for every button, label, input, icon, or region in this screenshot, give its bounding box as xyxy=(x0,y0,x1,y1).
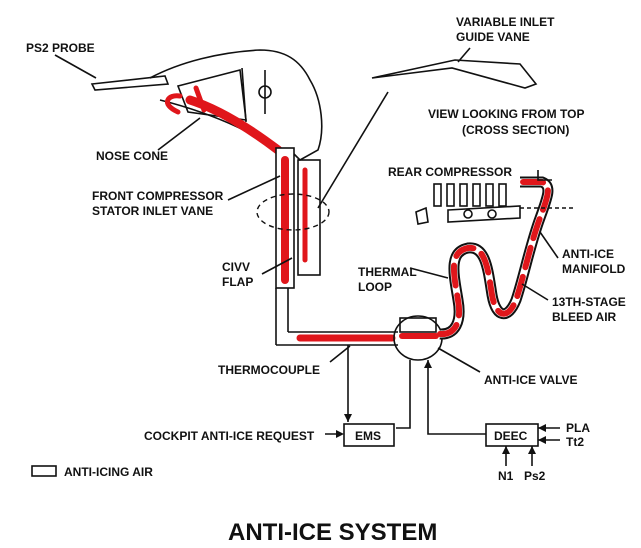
thermal-loop-leader xyxy=(409,267,449,279)
label-pla: PLA xyxy=(566,421,590,435)
label-ps2: Ps2 xyxy=(524,469,546,483)
rear-compressor-bolt xyxy=(463,209,473,219)
thermocouple-leader xyxy=(329,345,351,363)
wire-arrowhead xyxy=(538,436,546,444)
label-tt2: Tt2 xyxy=(566,435,584,449)
rear-compressor-blade xyxy=(459,183,468,207)
label-deec: DEEC xyxy=(494,429,528,443)
front-compressor-leader xyxy=(227,175,281,201)
label-cockpit-request: COCKPIT ANTI-ICE REQUEST xyxy=(144,429,315,443)
ps2-probe-shape xyxy=(90,75,170,91)
wire-valve-ems xyxy=(396,360,411,429)
wire-valve-deec xyxy=(427,360,486,435)
label-civv-2: FLAP xyxy=(222,275,253,289)
label-view-2: (CROSS SECTION) xyxy=(462,123,569,137)
nose-hot-air xyxy=(185,95,283,155)
thermal-loop-hot-air xyxy=(437,179,551,337)
bottom-duct xyxy=(276,331,398,363)
bleed-air-leader xyxy=(521,283,549,301)
vigv-shape xyxy=(371,59,538,89)
label-anti-ice-valve: ANTI-ICE VALVE xyxy=(484,373,578,387)
ems-box xyxy=(343,423,395,447)
anti-ice-valve-top xyxy=(399,317,437,333)
label-thermal-loop-2: LOOP xyxy=(358,280,392,294)
manifold-leader xyxy=(539,231,559,259)
label-vigv-1: VARIABLE INLET xyxy=(456,15,555,29)
label-rear-compressor: REAR COMPRESSOR xyxy=(388,165,512,179)
wire-arrowhead xyxy=(336,430,344,438)
nose-casing-outline xyxy=(149,49,323,161)
rear-compressor-blade xyxy=(433,183,442,207)
rear-compressor-bolt xyxy=(487,209,497,219)
control-wiring xyxy=(325,345,560,466)
rear-compressor-blade xyxy=(485,183,494,207)
civv-leader xyxy=(261,257,293,275)
nose-cone-leader xyxy=(157,117,201,151)
vigv-leader xyxy=(457,47,471,63)
label-ems: EMS xyxy=(355,429,381,443)
wire-arrowhead xyxy=(528,446,536,454)
legend-swatch xyxy=(31,465,57,477)
wire-arrowhead xyxy=(344,414,352,422)
label-front-compressor-2: STATOR INLET VANE xyxy=(92,204,213,218)
nose-blade-edge xyxy=(241,67,247,123)
label-ps2-probe: PS2 PROBE xyxy=(26,41,95,55)
ps2-probe-leader xyxy=(54,54,97,79)
diagram-title: ANTI-ICE SYSTEM xyxy=(228,519,437,546)
label-thermocouple: THERMOCOUPLE xyxy=(218,363,320,377)
thermal-loop-group xyxy=(409,176,559,340)
label-n1: N1 xyxy=(498,469,514,483)
nose-hot-air-curl xyxy=(165,93,183,115)
rear-compressor-bracket xyxy=(537,170,552,181)
label-manifold-1: ANTI-ICE xyxy=(562,247,614,261)
anti-ice-valve-leader xyxy=(437,347,481,373)
front-duct xyxy=(227,91,389,345)
wire-arrowhead xyxy=(424,360,432,368)
label-vigv-2: GUIDE VANE xyxy=(456,30,530,44)
wire-arrowhead xyxy=(502,446,510,454)
rear-compressor-group xyxy=(415,170,575,225)
legend: ANTI-ICING AIR xyxy=(31,465,153,479)
wire-arrowhead xyxy=(538,424,546,432)
civv-flap-box xyxy=(297,159,321,276)
label-nose-cone: NOSE CONE xyxy=(96,149,168,163)
vigv-group xyxy=(371,47,538,89)
engine-nose-section xyxy=(54,49,323,161)
label-manifold-2: MANIFOLD xyxy=(562,262,626,276)
label-thermal-loop-1: THERMAL xyxy=(358,265,417,279)
rear-compressor-blade xyxy=(446,183,455,207)
anti-ice-valve-group xyxy=(393,315,481,373)
rear-compressor-blade xyxy=(472,183,481,207)
rear-compressor-fitting xyxy=(415,206,429,225)
rear-compressor-casing xyxy=(447,205,521,223)
nose-hot-air-vane xyxy=(193,85,207,113)
deec-box xyxy=(485,423,539,447)
label-bleed-air-1: 13TH-STAGE xyxy=(552,295,626,309)
view-leader xyxy=(317,91,389,209)
label-front-compressor-1: FRONT COMPRESSOR xyxy=(92,189,224,203)
rear-compressor-blade xyxy=(498,183,507,207)
legend-label: ANTI-ICING AIR xyxy=(64,465,153,479)
cross-section-marker xyxy=(256,193,330,231)
label-bleed-air-2: BLEED AIR xyxy=(552,310,617,324)
label-civv-1: CIVV xyxy=(222,260,250,274)
label-view-1: VIEW LOOKING FROM TOP xyxy=(428,107,584,121)
labels: PS2 PROBE NOSE CONE FRONT COMPRESSOR STA… xyxy=(26,15,626,483)
